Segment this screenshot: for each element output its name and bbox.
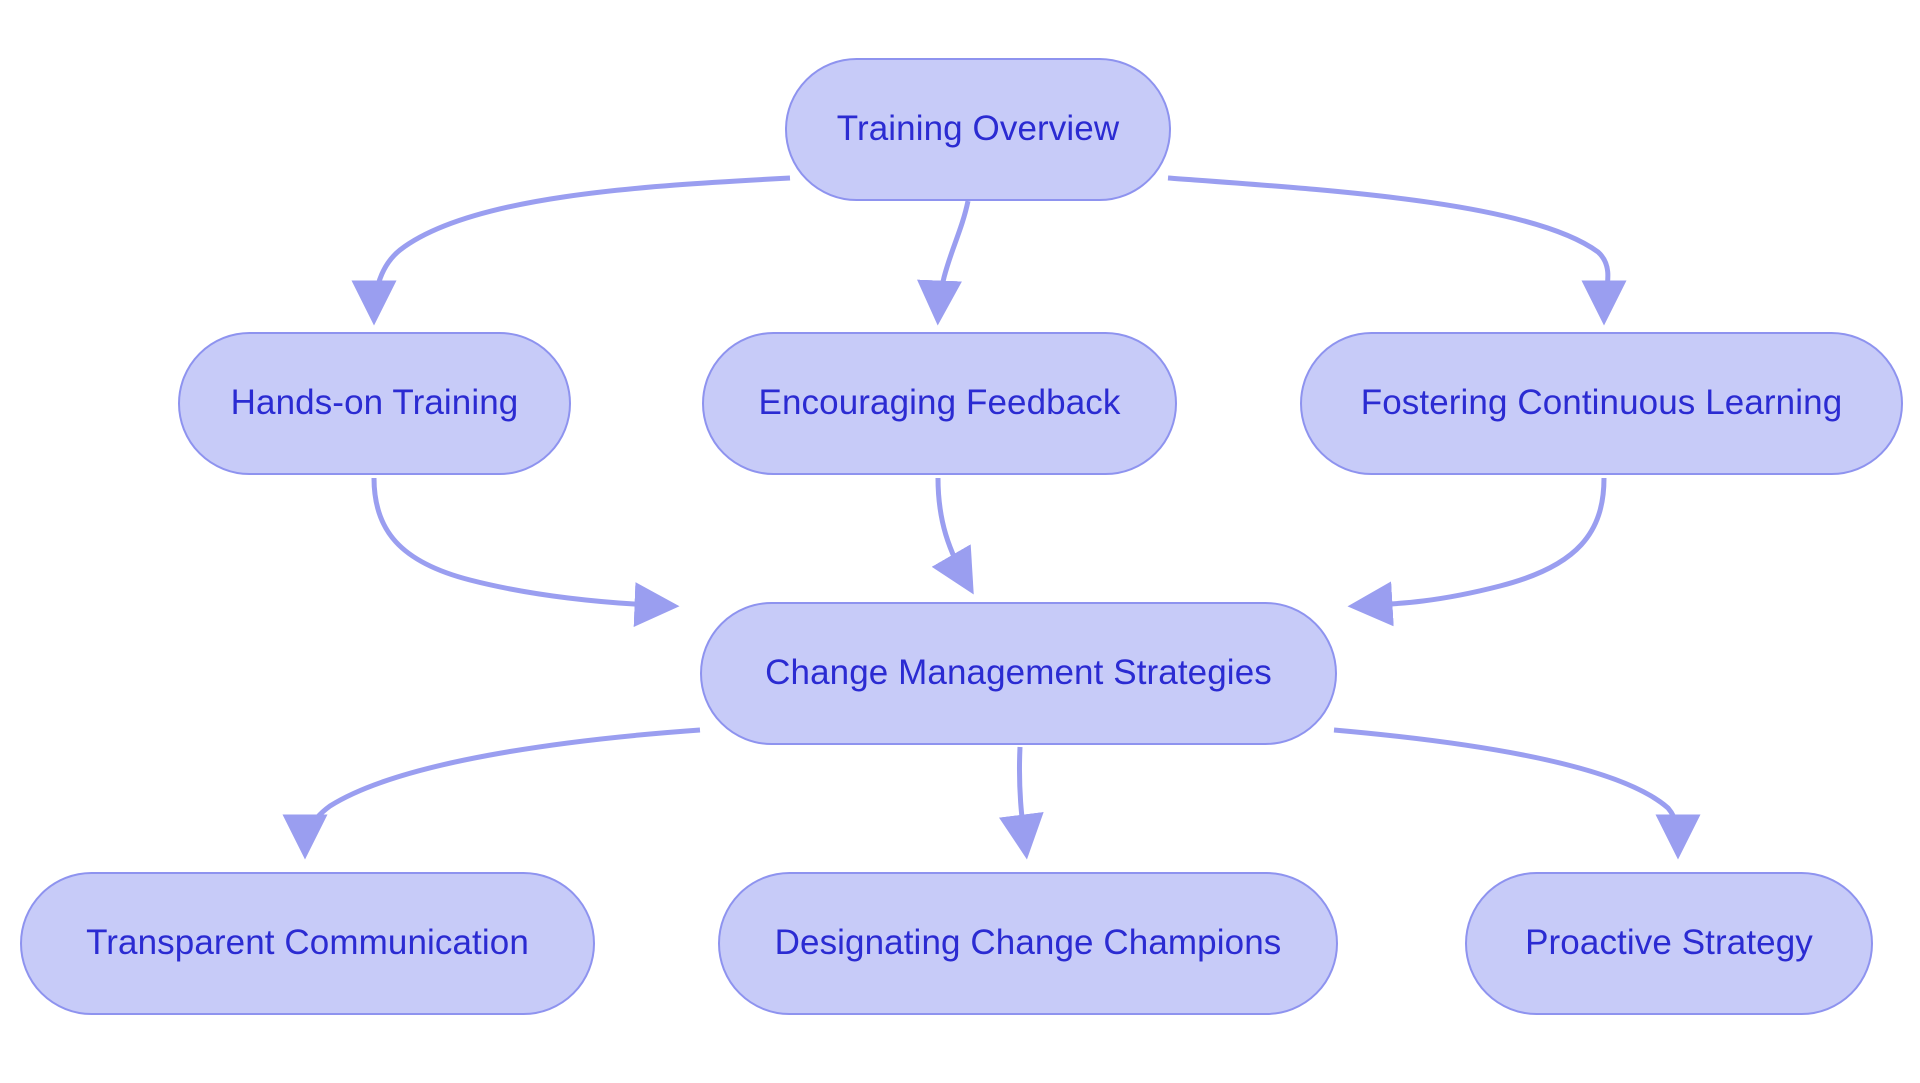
edge-training-overview-to-fostering-continuous-learning <box>1167 175 1627 326</box>
node-transparent-communication[interactable]: Transparent Communication <box>20 872 595 1015</box>
node-training-overview[interactable]: Training Overview <box>785 58 1171 201</box>
edge-fostering-continuous-learning-to-change-management-strategies <box>1347 477 1607 627</box>
node-designating-change-champions[interactable]: Designating Change Champions <box>718 872 1338 1015</box>
node-hands-on-training[interactable]: Hands-on Training <box>178 332 571 475</box>
node-label: Change Management Strategies <box>765 653 1272 693</box>
node-label: Encouraging Feedback <box>758 383 1121 423</box>
node-encouraging-feedback[interactable]: Encouraging Feedback <box>702 332 1177 475</box>
node-proactive-strategy[interactable]: Proactive Strategy <box>1465 872 1873 1015</box>
node-label: Hands-on Training <box>230 383 519 423</box>
node-label: Transparent Communication <box>86 923 529 963</box>
edge-training-overview-to-encouraging-feedback <box>917 200 971 326</box>
node-label: Proactive Strategy <box>1525 923 1813 963</box>
node-label: Designating Change Champions <box>774 923 1282 963</box>
node-change-management-strategies[interactable]: Change Management Strategies <box>700 602 1337 745</box>
edge-encouraging-feedback-to-change-management-strategies <box>931 477 974 595</box>
edge-hands-on-training-to-change-management-strategies <box>371 477 680 628</box>
node-label: Fostering Continuous Learning <box>1360 383 1843 423</box>
edge-training-overview-to-hands-on-training <box>351 175 791 326</box>
node-label: Training Overview <box>836 109 1120 149</box>
edge-change-management-strategies-to-transparent-communication <box>282 727 701 860</box>
edge-change-management-strategies-to-proactive-strategy <box>1333 727 1701 860</box>
edge-change-management-strategies-to-designating-change-champions <box>999 746 1044 860</box>
node-fostering-continuous-learning[interactable]: Fostering Continuous Learning <box>1300 332 1903 475</box>
